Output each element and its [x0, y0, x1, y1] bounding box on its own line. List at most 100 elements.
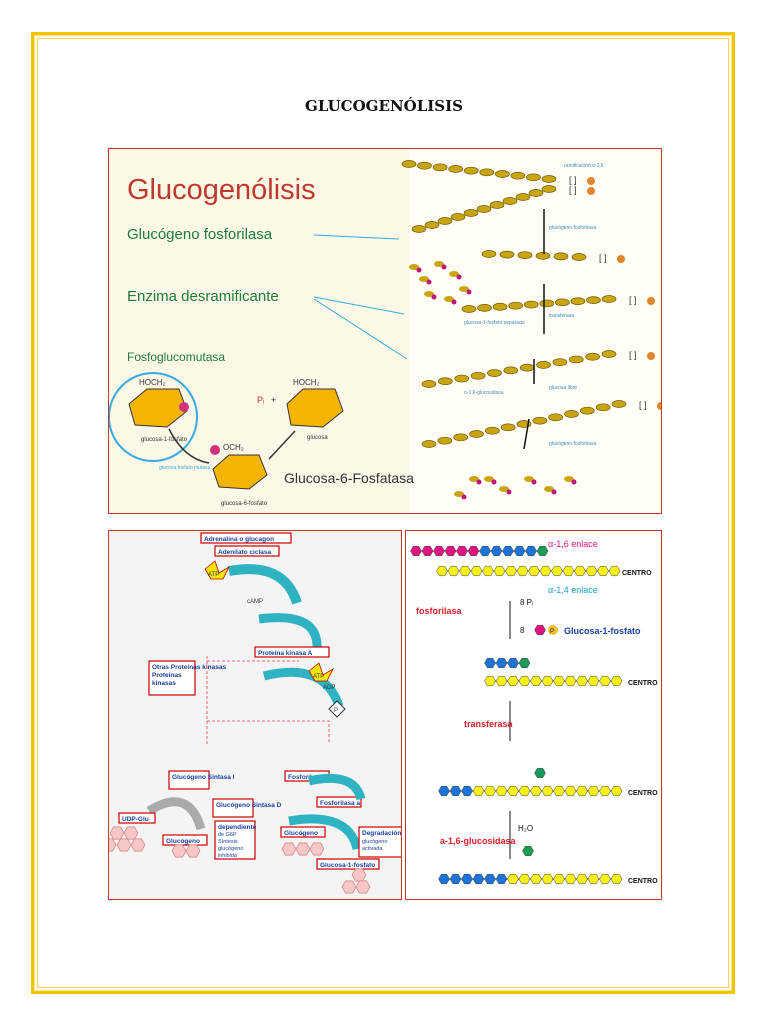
figure-glucogenolisis-overview: Glucogenólisis Glucógeno fosforilasa Enz…: [108, 148, 665, 514]
box-pka: [254, 646, 330, 658]
box-adrenalina-label: Adrenalina o glucagon: [204, 536, 274, 543]
sugar-hexagon: [530, 675, 542, 687]
phosphate: [416, 267, 422, 273]
glucose-unit: [463, 209, 479, 217]
sugar-hexagon: [599, 873, 611, 885]
glucose-hexagon: [355, 880, 371, 894]
glucose-unit: [469, 430, 484, 438]
svg-text:HOCH₂: HOCH₂: [139, 378, 166, 387]
glucose-unit: [401, 160, 417, 168]
glucose-unit: [552, 358, 568, 367]
sugar-hexagon: [490, 545, 503, 557]
phosphate: [531, 479, 537, 485]
glucose-unit: [424, 221, 440, 229]
free-glucose: [499, 486, 509, 492]
glucose-unit: [570, 297, 586, 306]
reducing-end: [617, 255, 625, 263]
glucose-unit: [476, 205, 492, 213]
box-gs-d-label: Glucógeno Sintasa D: [216, 802, 282, 809]
sugar-hexagon: [507, 785, 519, 797]
figure1-svg: Glucogenólisis Glucógeno fosforilasa Enz…: [108, 149, 665, 513]
sugar-hexagon: [599, 675, 611, 687]
sugar-hexagon: [493, 565, 506, 577]
phosphate-diamond: [328, 700, 346, 718]
sugar-hexagon: [551, 565, 563, 577]
glucose-unit: [536, 361, 551, 369]
glucose-unit: [461, 305, 477, 313]
free-glucose: [454, 491, 464, 497]
sugar-hexagon: [576, 675, 588, 687]
svg-text:CENTRO: CENTRO: [628, 790, 658, 797]
glucose-unit: [601, 295, 617, 303]
glucose-unit: [463, 166, 479, 175]
glucose-hexagon: [123, 826, 139, 840]
sugar-hexagon: [518, 675, 531, 687]
svg-text:cAMP: cAMP: [247, 599, 263, 605]
box-degradacion-label: Degradación: [362, 830, 401, 837]
sugar-hexagon: [610, 785, 623, 797]
box-udp-glu-label: UDP-Glu: [122, 816, 149, 823]
box-glucogeno-2-label: Glucógeno: [284, 830, 318, 837]
glucose-unit: [541, 185, 557, 193]
sugar-hexagon: [530, 873, 542, 885]
glucose-unit: [448, 165, 464, 173]
glucose-unit: [568, 355, 584, 364]
fig1-fosfatasa: Glucosa-6-Fosfatasa: [284, 470, 414, 486]
glucose-unit: [539, 299, 555, 308]
sugar-hexagon: [525, 545, 537, 557]
sugar-hexagon: [516, 565, 529, 577]
step-arrow: [523, 418, 530, 450]
sugar-hexagon: [495, 785, 508, 797]
sugar-hexagon: [436, 565, 448, 577]
sugar-hexagon: [461, 785, 473, 797]
sugar-hexagon: [495, 675, 508, 687]
glycogen-chains: [ ][ ][ ][ ][ ][ ]: [401, 160, 665, 500]
svg-text:Proteínas: Proteínas: [152, 672, 182, 679]
teal-arrow-2: [258, 613, 322, 650]
svg-text:glucógeno: glucógeno: [362, 839, 387, 845]
sugar-hexagon: [433, 545, 445, 557]
chain-note: α-1,6-glucosidasa: [464, 390, 504, 396]
chain-note: glucógeno fosforilasa: [549, 225, 596, 231]
box-udp-glu: [118, 812, 156, 824]
sugar-hexagon: [461, 873, 473, 885]
glucose-unit: [494, 170, 510, 178]
teal-arrow: [228, 564, 302, 605]
glucose-unit: [553, 252, 569, 261]
phosphate: [551, 489, 557, 495]
svg-text:α-1,6 enlace: α-1,6 enlace: [548, 539, 598, 549]
svg-text:glucosa-1-fosfato: glucosa-1-fosfato: [141, 437, 188, 443]
free-glucose: [469, 476, 479, 482]
phosphate: [476, 479, 482, 485]
glucose-unit: [453, 433, 469, 442]
box-degradacion: [358, 826, 404, 858]
atp-burst: [204, 560, 230, 580]
box-adenilato-label: Adenilato ciclasa: [218, 549, 271, 556]
reducing-end: [647, 352, 655, 360]
glucose-unit: [571, 253, 587, 261]
sugar-hexagon: [610, 675, 623, 687]
svg-text:Glucosa-1-fosfato: Glucosa-1-fosfato: [564, 626, 641, 636]
chain-note: transferasa: [549, 313, 574, 319]
glucose-unit: [503, 366, 519, 375]
box-gs-i: [168, 770, 210, 790]
sugar-hexagon: [610, 873, 623, 885]
sugar-hexagon: [553, 785, 565, 797]
glucose-unit: [479, 168, 495, 177]
glucose-unit: [548, 413, 564, 422]
glucose-hexagon: [101, 838, 117, 852]
svg-text:glucosa fosfato mutasa: glucosa fosfato mutasa: [159, 465, 211, 471]
glucose-unit: [450, 213, 466, 221]
svg-text:Síntesis: Síntesis: [218, 839, 238, 845]
free-glucose: [524, 476, 534, 482]
sugar-hexagon: [421, 545, 434, 557]
sugar-hexagon: [541, 873, 554, 885]
chain-note: glucosa libre: [549, 385, 577, 391]
box-glucogeno-2: [280, 826, 326, 838]
mutasa-arrow: [168, 428, 210, 464]
sugar-hexagon: [564, 873, 577, 885]
glucose-unit: [585, 352, 600, 361]
sugar-hexagon: [597, 565, 609, 577]
sugar-hexagon: [507, 675, 519, 687]
